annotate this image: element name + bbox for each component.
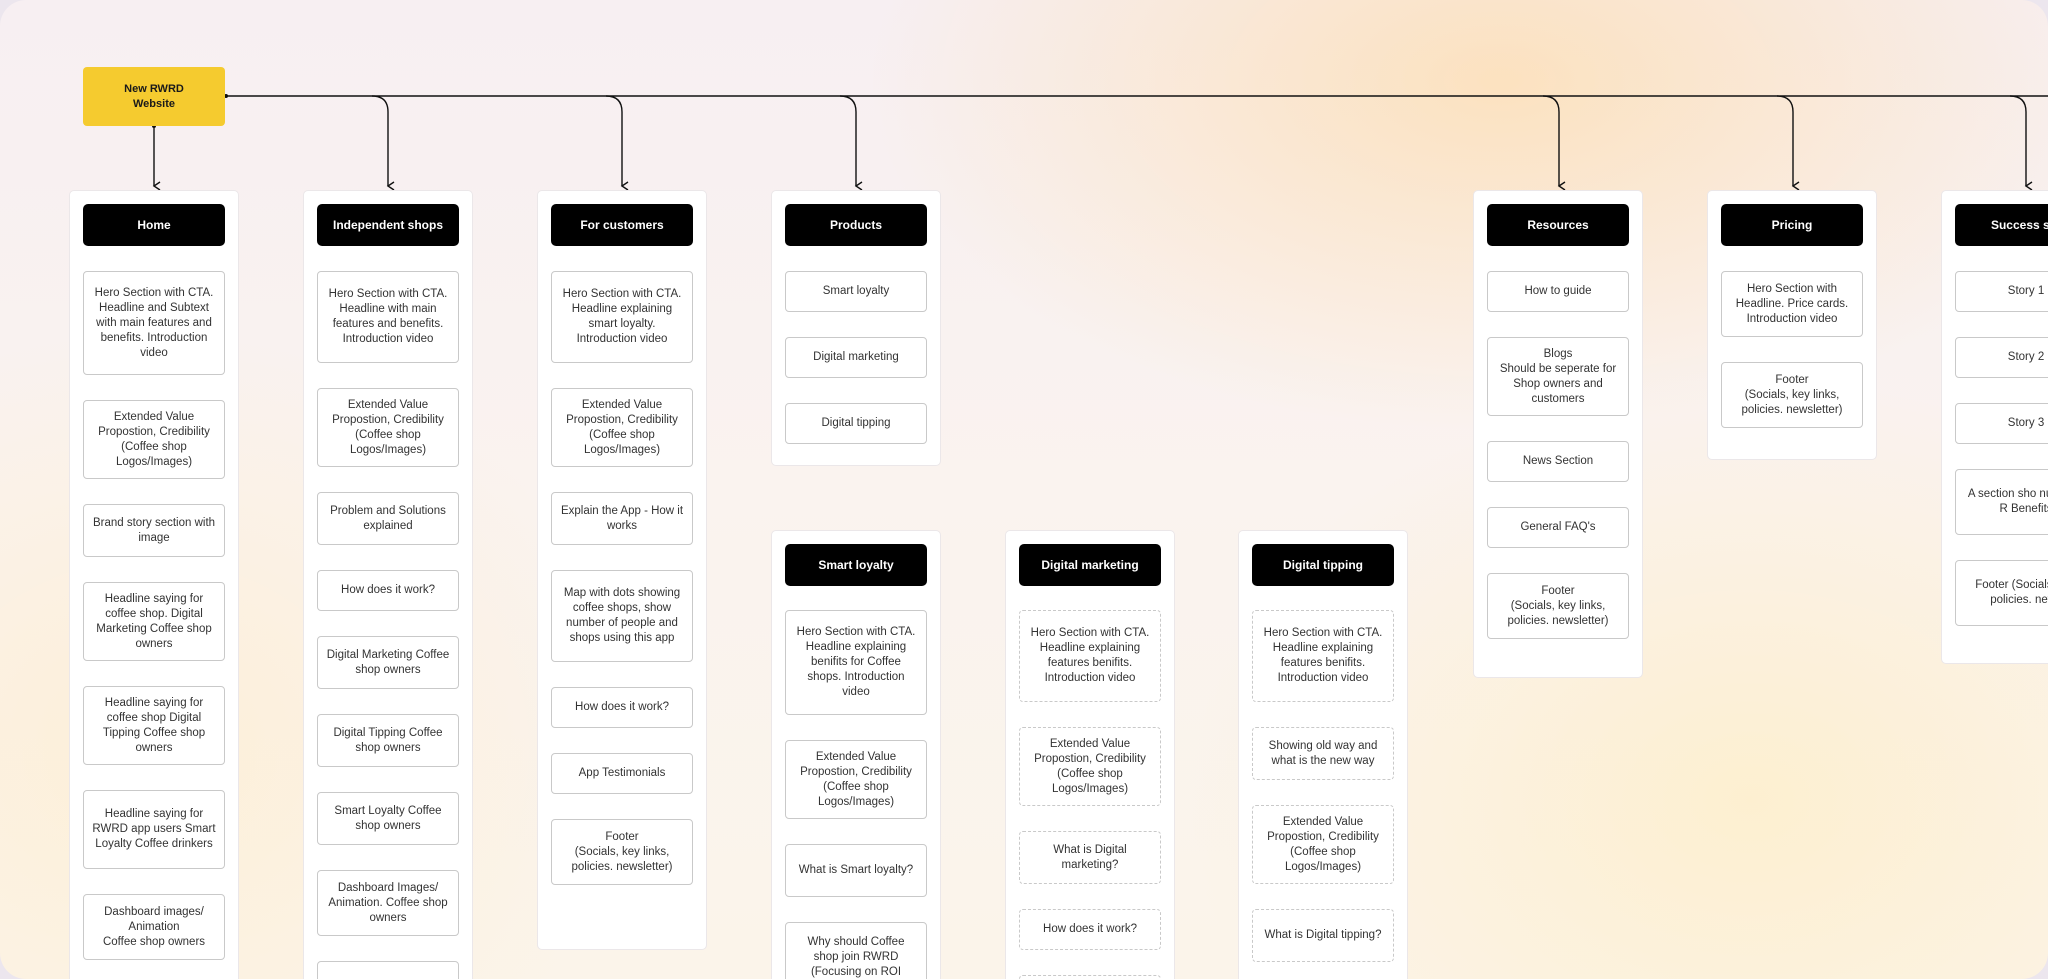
card-customers-explain-app[interactable]: Explain the App - How it works <box>551 492 693 545</box>
card-digital-tipping-old-new-way[interactable]: Showing old way and what is the new way <box>1252 727 1394 780</box>
card-pricing-footer[interactable]: Footer (Socials, key links, policies. ne… <box>1721 362 1863 428</box>
card-indep-how-it-works[interactable]: How does it work? <box>317 570 459 611</box>
card-indep-digital-marketing[interactable]: Digital Marketing Coffee shop owners <box>317 636 459 689</box>
column-products: Products Smart loyalty Digital marketing… <box>771 190 941 466</box>
column-header-smart-loyalty[interactable]: Smart loyalty <box>785 544 927 586</box>
card-customers-map[interactable]: Map with dots showing coffee shops, show… <box>551 570 693 662</box>
card-indep-dashboard[interactable]: Dashboard Images/ Animation. Coffee shop… <box>317 870 459 936</box>
column-header-products[interactable]: Products <box>785 204 927 246</box>
card-resources-blogs[interactable]: Blogs Should be seperate for Shop owners… <box>1487 337 1629 416</box>
card-digital-marketing-partial[interactable] <box>1019 975 1161 979</box>
column-header-pricing[interactable]: Pricing <box>1721 204 1863 246</box>
column-success-stories: Success sto Story 1 Story 2 Story 3 A se… <box>1941 190 2048 664</box>
arrow-to-resources <box>1542 95 1566 191</box>
column-smart-loyalty: Smart loyalty Hero Section with CTA. Hea… <box>771 530 941 979</box>
column-header-digital-tipping[interactable]: Digital tipping <box>1252 544 1394 586</box>
card-customers-value-prop[interactable]: Extended Value Propostion, Credibility (… <box>551 388 693 467</box>
card-digital-marketing-hero[interactable]: Hero Section with CTA. Headline explaini… <box>1019 610 1161 702</box>
column-header-independent-shops[interactable]: Independent shops <box>317 204 459 246</box>
card-smart-loyalty-what-is[interactable]: What is Smart loyalty? <box>785 844 927 897</box>
column-digital-marketing: Digital marketing Hero Section with CTA.… <box>1005 530 1175 979</box>
column-header-digital-marketing[interactable]: Digital marketing <box>1019 544 1161 586</box>
arrow-to-products <box>839 95 863 191</box>
card-digital-tipping-value-prop[interactable]: Extended Value Propostion, Credibility (… <box>1252 805 1394 884</box>
card-smart-loyalty-value-prop[interactable]: Extended Value Propostion, Credibility (… <box>785 740 927 819</box>
card-success-story-3[interactable]: Story 3 <box>1955 403 2048 444</box>
card-customers-footer[interactable]: Footer (Socials, key links, policies. ne… <box>551 819 693 885</box>
column-header-success-stories[interactable]: Success sto <box>1955 204 2048 246</box>
arrow-to-for-customers <box>605 95 629 191</box>
card-success-story-1[interactable]: Story 1 <box>1955 271 2048 312</box>
card-digital-tipping-what-is[interactable]: What is Digital tipping? <box>1252 909 1394 962</box>
card-customers-testimonials[interactable]: App Testimonials <box>551 753 693 794</box>
card-home-brand-story[interactable]: Brand story section with image <box>83 504 225 557</box>
card-resources-how-to-guide[interactable]: How to guide <box>1487 271 1629 312</box>
card-home-value-prop[interactable]: Extended Value Propostion, Credibility (… <box>83 400 225 479</box>
column-header-home[interactable]: Home <box>83 204 225 246</box>
card-indep-smart-loyalty[interactable]: Smart Loyalty Coffee shop owners <box>317 792 459 845</box>
card-indep-digital-tipping[interactable]: Digital Tipping Coffee shop owners <box>317 714 459 767</box>
column-pricing: Pricing Hero Section with Headline. Pric… <box>1707 190 1877 460</box>
arrow-to-independent-shops <box>371 95 395 191</box>
column-digital-tipping: Digital tipping Hero Section with CTA. H… <box>1238 530 1408 979</box>
card-success-numbers-section[interactable]: A section sho numbers R Benefits <box>1955 469 2048 535</box>
card-indep-hero[interactable]: Hero Section with CTA. Headline with mai… <box>317 271 459 363</box>
column-resources: Resources How to guide Blogs Should be s… <box>1473 190 1643 678</box>
card-digital-marketing-what-is[interactable]: What is Digital marketing? <box>1019 831 1161 884</box>
column-header-resources[interactable]: Resources <box>1487 204 1629 246</box>
card-indep-problem-solutions[interactable]: Problem and Solutions explained <box>317 492 459 545</box>
card-success-story-2[interactable]: Story 2 <box>1955 337 2048 378</box>
root-node-new-rwrd-website[interactable]: New RWRD Website <box>83 67 225 126</box>
card-products-smart-loyalty[interactable]: Smart loyalty <box>785 271 927 312</box>
card-products-digital-marketing[interactable]: Digital marketing <box>785 337 927 378</box>
card-indep-partial[interactable] <box>317 961 459 979</box>
card-customers-hero[interactable]: Hero Section with CTA. Headline explaini… <box>551 271 693 363</box>
card-home-smart-loyalty[interactable]: Headline saying for RWRD app users Smart… <box>83 790 225 869</box>
column-header-for-customers[interactable]: For customers <box>551 204 693 246</box>
card-home-hero[interactable]: Hero Section with CTA. Headline and Subt… <box>83 271 225 375</box>
card-customers-how-it-works[interactable]: How does it work? <box>551 687 693 728</box>
card-smart-loyalty-hero[interactable]: Hero Section with CTA. Headline explaini… <box>785 610 927 715</box>
card-home-digital-marketing[interactable]: Headline saying for coffee shop. Digital… <box>83 582 225 661</box>
card-indep-value-prop[interactable]: Extended Value Propostion, Credibility (… <box>317 388 459 467</box>
card-products-digital-tipping[interactable]: Digital tipping <box>785 403 927 444</box>
card-resources-footer[interactable]: Footer (Socials, key links, policies. ne… <box>1487 573 1629 639</box>
column-for-customers: For customers Hero Section with CTA. Hea… <box>537 190 707 950</box>
card-home-digital-tipping[interactable]: Headline saying for coffee shop Digital … <box>83 686 225 765</box>
card-digital-marketing-how-it-works[interactable]: How does it work? <box>1019 909 1161 950</box>
arrow-to-pricing <box>1776 95 1800 191</box>
arrow-to-success-stories <box>2009 95 2033 191</box>
card-home-dashboard[interactable]: Dashboard images/ Animation Coffee shop … <box>83 894 225 960</box>
card-success-footer[interactable]: Footer (Socials, key policies. news <box>1955 560 2048 626</box>
card-resources-news[interactable]: News Section <box>1487 441 1629 482</box>
card-resources-faqs[interactable]: General FAQ's <box>1487 507 1629 548</box>
column-independent-shops: Independent shops Hero Section with CTA.… <box>303 190 473 979</box>
card-digital-marketing-value-prop[interactable]: Extended Value Propostion, Credibility (… <box>1019 727 1161 806</box>
card-digital-tipping-hero[interactable]: Hero Section with CTA. Headline explaini… <box>1252 610 1394 702</box>
card-pricing-hero[interactable]: Hero Section with Headline. Price cards.… <box>1721 271 1863 337</box>
card-smart-loyalty-why-join[interactable]: Why should Coffee shop join RWRD (Focusi… <box>785 922 927 979</box>
column-home: Home Hero Section with CTA. Headline and… <box>69 190 239 979</box>
root-anchor-dot <box>224 94 228 98</box>
